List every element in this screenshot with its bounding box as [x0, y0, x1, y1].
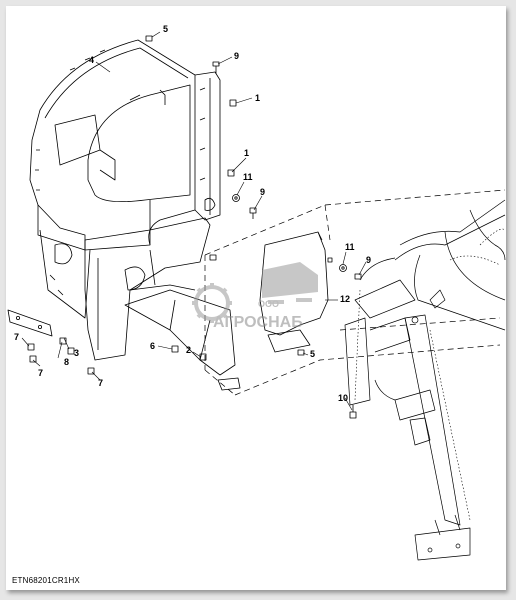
callout-10: 10 [338, 393, 348, 403]
watermark-org-prefix: ООО [258, 299, 279, 309]
dashed-mounting-frame [204, 189, 506, 396]
callout-12: 12 [340, 294, 350, 304]
callout-9-right: 9 [366, 255, 371, 265]
callout-2: 2 [186, 345, 191, 355]
center-deflector [124, 289, 241, 391]
callout-5-right: 5 [310, 349, 315, 359]
auger-outline [354, 228, 506, 521]
gear-icon [192, 283, 232, 323]
callout-11-mid: 11 [243, 172, 253, 182]
callout-5-top: 5 [163, 24, 168, 34]
callout-3: 3 [74, 348, 79, 358]
watermark-logo: ООО АГРОСНАБ [192, 262, 318, 331]
mounting-strip [7, 309, 53, 337]
callout-9-mid: 9 [260, 187, 265, 197]
callout-7-bottom: 7 [38, 368, 43, 378]
callout-4: 4 [89, 55, 94, 65]
front-baffle [84, 217, 211, 361]
callout-7-left: 7 [14, 332, 19, 342]
callout-9-top: 9 [234, 51, 239, 61]
drawing-sheet [6, 6, 506, 590]
vertical-bracket [194, 71, 221, 221]
shroud-panel [29, 39, 196, 251]
callout-11-right: 11 [345, 242, 355, 252]
drawing-code: ETN68201CR1HX [12, 576, 80, 585]
machine-frame [344, 199, 506, 561]
watermark-name: АГРОСНАБ [213, 314, 303, 331]
callout-1-mid: 1 [244, 148, 249, 158]
hardware [27, 35, 362, 419]
callout-7-right: 7 [98, 378, 103, 388]
callout-labels: 5 4 9 1 1 11 9 11 9 12 5 10 6 2 3 7 8 7 … [14, 24, 371, 403]
callout-6: 6 [150, 341, 155, 351]
callout-1-top: 1 [255, 93, 260, 103]
leader-lines [21, 31, 367, 411]
tractor-icon [262, 262, 318, 304]
cover-panel [259, 231, 329, 353]
callout-8: 8 [64, 357, 69, 367]
lower-side-panel [39, 229, 91, 319]
